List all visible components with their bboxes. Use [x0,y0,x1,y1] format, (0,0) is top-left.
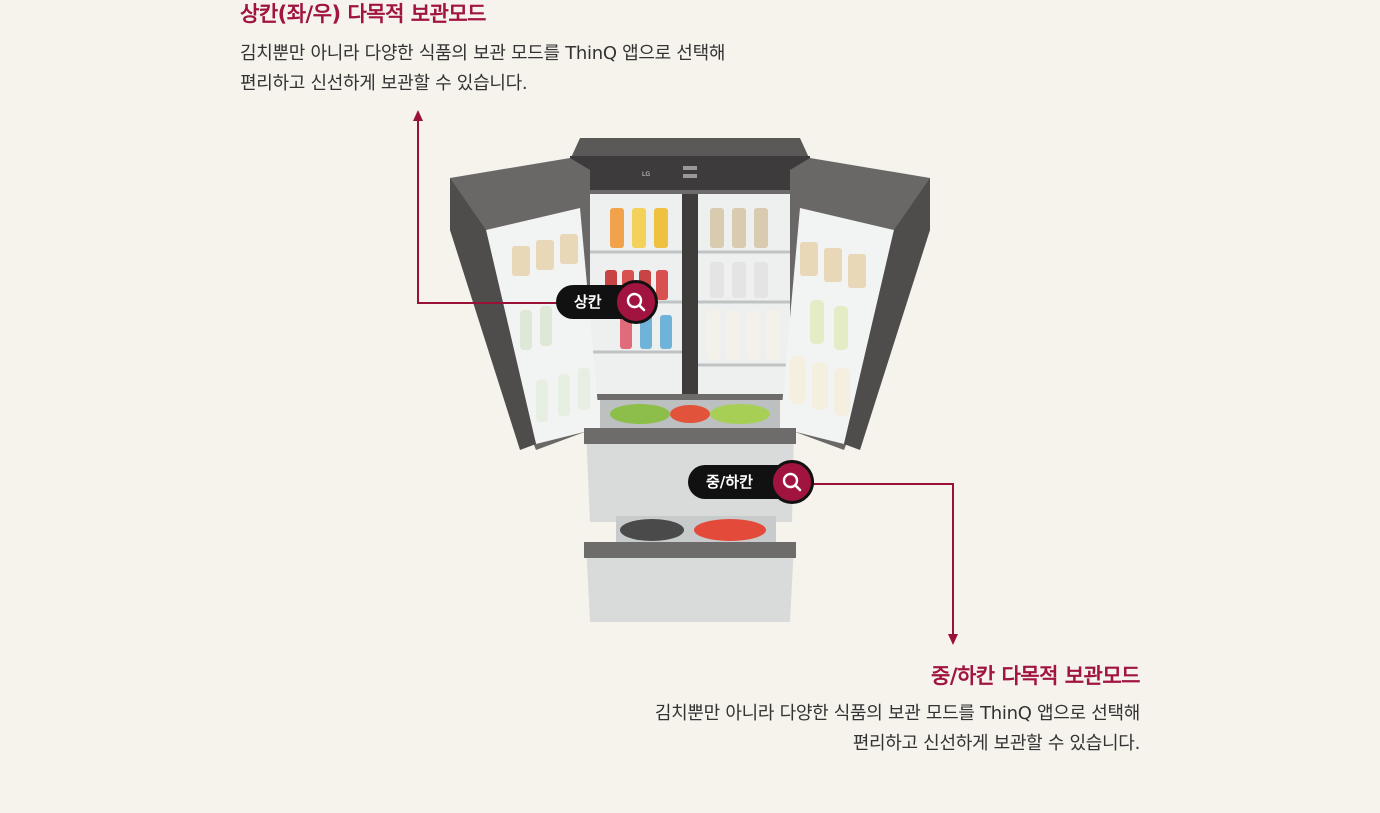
svg-text:LG: LG [642,171,650,178]
lower-connector-horizontal [800,483,954,485]
search-icon [770,460,814,504]
upper-desc-line-1: 김치뿐만 아니라 다양한 식품의 보관 모드를 ThinQ 앱으로 선택해 [240,43,726,64]
upper-compartment-hotspot-button[interactable]: 상칸 [556,280,658,324]
lower-desc-line-2: 편리하고 신선하게 보관할 수 있습니다. [852,733,1141,754]
search-icon [614,280,658,324]
lower-section-description: 김치뿐만 아니라 다양한 식품의 보관 모드를 ThinQ 앱으로 선택해 편리… [655,699,1140,759]
lower-connector-vertical [952,483,954,635]
upper-connector-arrowhead-icon [413,110,423,121]
lower-hotspot-label: 중/하칸 [706,473,753,491]
upper-desc-line-2: 편리하고 신선하게 보관할 수 있습니다. [240,73,528,94]
upper-connector-vertical [417,120,419,304]
upper-section-description: 김치뿐만 아니라 다양한 식품의 보관 모드를 ThinQ 앱으로 선택해 편리… [240,39,725,99]
lower-section-title: 중/하칸 다목적 보관모드 [931,664,1141,688]
upper-section-title: 상칸(좌/우) 다목적 보관모드 [240,2,487,26]
upper-hotspot-label: 상칸 [574,293,602,311]
lower-desc-line-1: 김치뿐만 아니라 다양한 식품의 보관 모드를 ThinQ 앱으로 선택해 [654,703,1140,724]
upper-connector-horizontal [417,302,567,304]
lower-compartment-hotspot-button[interactable]: 중/하칸 [688,460,814,504]
lower-connector-arrowhead-icon [948,634,958,645]
kimchi-refrigerator-image: LG [450,138,930,622]
